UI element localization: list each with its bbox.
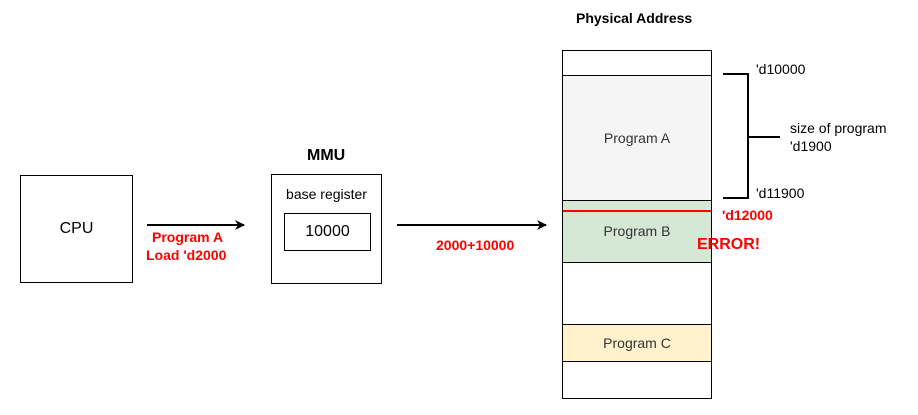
base-register-value-box: 10000 [284, 213, 371, 251]
memory-free-1 [562, 262, 712, 325]
program-a-label: Program A [603, 130, 671, 146]
size-label-line-1: size of program [790, 120, 887, 136]
start-address-label: 'd10000 [756, 61, 806, 77]
memory-segment-top [562, 50, 712, 76]
memory-title: Physical Address [576, 10, 693, 26]
request-line-2: Load 'd2000 [146, 247, 227, 263]
access-address-label: 'd12000 [722, 207, 773, 223]
memory-program-c: Program C [562, 324, 712, 362]
end-address-label: 'd11900 [756, 185, 805, 201]
mmu-box: base register 10000 [271, 174, 382, 284]
memory-free-2 [562, 361, 712, 399]
size-bracket [723, 73, 780, 199]
base-register-label: base register [286, 186, 367, 202]
size-label-line-2: 'd1900 [790, 138, 832, 154]
computation-label: 2000+10000 [436, 237, 515, 253]
base-register-value: 10000 [305, 223, 350, 240]
access-line [563, 210, 711, 212]
program-b-label: Program B [603, 223, 671, 239]
error-label: ERROR! [697, 236, 761, 253]
mmu-title: MMU [307, 147, 346, 164]
memory-program-a: Program A [562, 75, 712, 201]
program-c-label: Program C [603, 335, 671, 351]
cpu-box: CPU [20, 175, 133, 283]
request-line-1: Program A [152, 229, 224, 245]
cpu-label: CPU [59, 220, 94, 237]
